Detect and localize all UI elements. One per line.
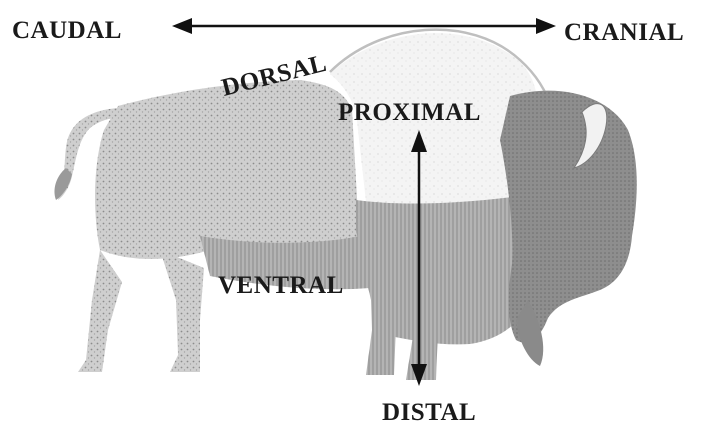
- hindquarters: [95, 80, 360, 259]
- caudal-cranial-arrow: [172, 18, 556, 34]
- label-distal: DISTAL: [382, 399, 476, 426]
- head: [500, 91, 637, 343]
- rear-leg-back: [78, 250, 122, 372]
- bison-illustration: [54, 30, 636, 380]
- label-caudal: CAUDAL: [12, 17, 122, 44]
- label-ventral: VENTRAL: [218, 272, 344, 299]
- rear-leg-front: [160, 250, 204, 372]
- label-proximal: PROXIMAL: [338, 99, 481, 126]
- label-cranial: CRANIAL: [564, 19, 684, 46]
- arrowhead-right: [536, 18, 556, 34]
- arrowhead-left: [172, 18, 192, 34]
